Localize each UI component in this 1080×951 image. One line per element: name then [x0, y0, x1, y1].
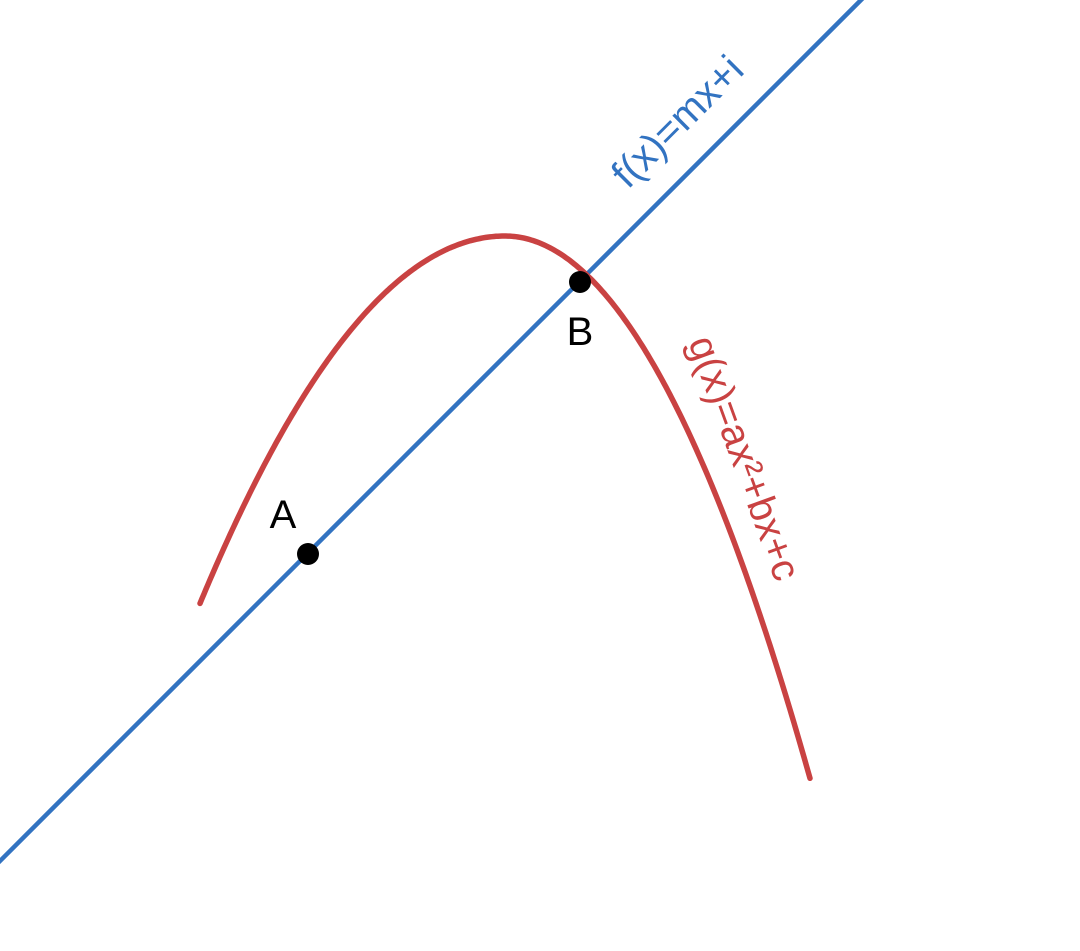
line-f-label: f(x)=mx+i [603, 47, 752, 196]
point-b-label: B [567, 310, 594, 354]
point-b[interactable] [569, 271, 591, 293]
point-a-label: A [270, 493, 297, 537]
parabola-g [197, 233, 813, 782]
point-a[interactable] [297, 543, 319, 565]
line-f [0, 0, 865, 865]
